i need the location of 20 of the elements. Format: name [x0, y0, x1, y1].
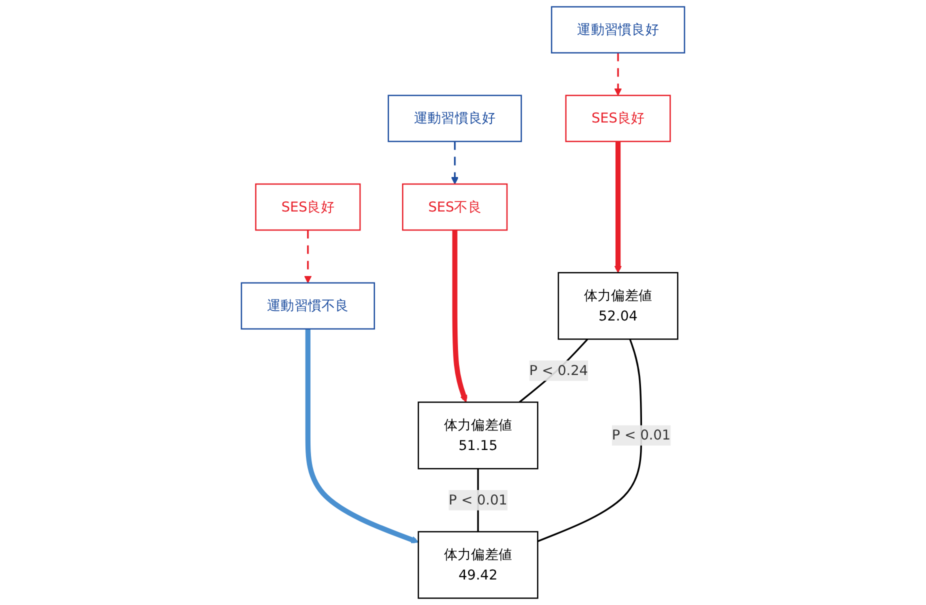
arrow — [452, 230, 468, 403]
node-box: SES不良 — [402, 183, 508, 231]
edge-label: P < 0.01 — [448, 492, 508, 508]
edge-label: P < 0.01 — [612, 426, 671, 444]
arrow — [304, 230, 312, 284]
node-box: SES良好 — [565, 94, 671, 142]
node-box: 運動習慣不良 — [240, 282, 376, 330]
node-box: 運動習慣良好 — [388, 94, 522, 142]
arrow — [305, 328, 419, 544]
node-box: 体力偏差値 52.04 — [558, 272, 678, 340]
node-box: SES良好 — [255, 183, 361, 231]
arrow — [614, 141, 622, 274]
node-box: 体力偏差値 51.15 — [418, 402, 538, 470]
connector — [537, 338, 642, 542]
edge-label: P < 0.24 — [529, 362, 588, 378]
arrow — [451, 141, 459, 184]
node-box: 体力偏差値 49.42 — [418, 531, 538, 599]
arrow — [614, 52, 622, 96]
node-box: 運動習慣良好 — [550, 6, 686, 54]
connector — [518, 338, 588, 403]
